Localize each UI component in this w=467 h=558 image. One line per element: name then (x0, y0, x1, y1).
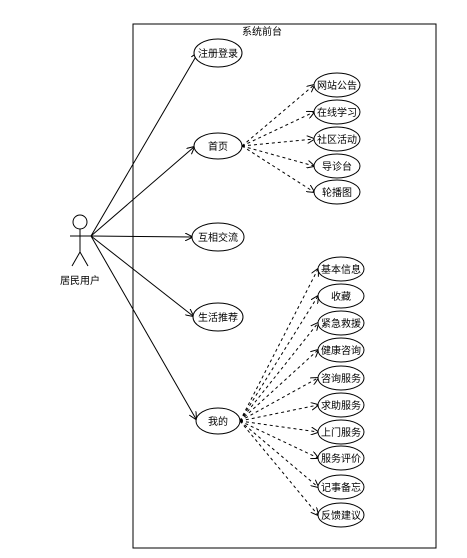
home-child-use-case-label: 在线学习 (317, 106, 357, 119)
home-child-use-case: 社区活动 (313, 126, 361, 152)
association-home (90, 147, 194, 237)
mine-child-use-case-label: 收藏 (331, 290, 351, 303)
use-case-register-login: 注册登录 (193, 38, 243, 68)
mine-child-use-case: 服务评价 (317, 445, 365, 471)
mine-child-link (239, 378, 318, 422)
actor-icon (70, 214, 91, 267)
mine-child-use-case-label: 记事备忘 (321, 481, 361, 494)
system-title: 系统前台 (242, 25, 282, 38)
mine-child-use-case: 上门服务 (317, 419, 365, 445)
home-child-link (241, 85, 314, 147)
svg-text:生活推荐: 生活推荐 (198, 311, 238, 324)
mine-child-use-case-label: 健康咨询 (321, 344, 361, 357)
use-case-life-recommend: 生活推荐 (192, 302, 244, 332)
mine-child-use-case: 反馈建议 (317, 502, 365, 528)
svg-text:首页: 首页 (208, 140, 228, 153)
associations (90, 53, 198, 419)
mine-child-link (239, 420, 318, 515)
mine-child-use-case: 咨询服务 (317, 365, 365, 391)
use-case-home: 首页 (193, 132, 243, 160)
home-child-link (241, 139, 314, 147)
home-child-use-case-label: 导诊台 (322, 160, 352, 173)
mine-child-link (239, 420, 318, 432)
mine-child-link (239, 296, 318, 422)
association-mine (90, 235, 196, 419)
actor-name: 居民用户 (60, 274, 100, 287)
svg-text:我的: 我的 (208, 415, 228, 428)
home-child-use-case: 轮播图 (313, 179, 361, 205)
mine-child-use-case: 求助服务 (317, 392, 365, 418)
use-case-mine: 我的 (195, 407, 241, 435)
mine-child-link (239, 405, 318, 422)
svg-text:注册登录: 注册登录 (198, 47, 238, 60)
mine-child-use-case: 健康咨询 (317, 337, 365, 363)
mine-include-links (239, 269, 318, 515)
mine-child-link (239, 323, 318, 422)
home-child-link (241, 112, 314, 147)
svg-text:互相交流: 互相交流 (198, 231, 238, 244)
use-case-communication: 互相交流 (191, 222, 245, 252)
mine-child-link (239, 420, 318, 487)
association-life (90, 235, 193, 316)
mine-child-link (239, 269, 318, 422)
mine-child-use-case-label: 求助服务 (321, 399, 361, 412)
mine-child-use-case-label: 紧急救援 (321, 317, 361, 330)
mine-child-use-case-label: 咨询服务 (321, 372, 361, 385)
mine-child-link (239, 420, 318, 458)
mine-child-use-case: 收藏 (317, 283, 365, 309)
home-child-use-case-label: 社区活动 (317, 133, 357, 146)
association-register (90, 53, 198, 237)
mine-child-use-case: 紧急救援 (317, 310, 365, 336)
mine-child-use-case-label: 上门服务 (321, 426, 361, 439)
home-child-use-case: 在线学习 (313, 99, 361, 125)
mine-child-use-case-label: 服务评价 (321, 452, 361, 465)
home-include-links (241, 85, 314, 192)
home-child-link (241, 145, 314, 192)
home-child-use-case: 导诊台 (313, 153, 361, 179)
home-child-use-case: 网站公告 (313, 72, 361, 98)
mine-child-use-case: 基本信息 (317, 256, 365, 282)
system-boundary (132, 23, 437, 549)
home-child-use-case-label: 轮播图 (322, 186, 352, 199)
mine-child-use-case: 记事备忘 (317, 474, 365, 500)
mine-child-use-case-label: 反馈建议 (321, 509, 361, 522)
home-child-use-case-label: 网站公告 (317, 79, 357, 92)
mine-child-link (239, 350, 318, 422)
association-communication (90, 236, 192, 237)
home-child-link (241, 145, 314, 166)
mine-child-use-case-label: 基本信息 (321, 263, 361, 276)
